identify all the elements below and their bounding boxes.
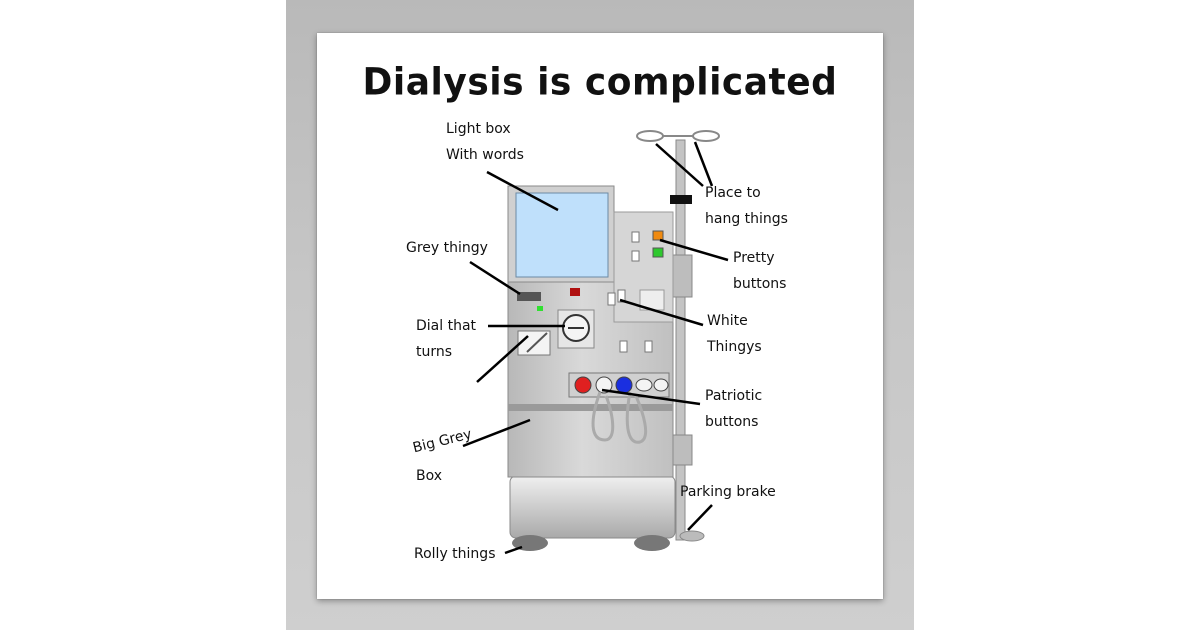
label-line: Light box (446, 121, 511, 137)
machine-body (507, 185, 674, 478)
label-line: Patriotic (705, 388, 763, 404)
label-light-box: Light box With words (446, 116, 524, 168)
green-button (652, 247, 664, 258)
label-big-grey-box-2: Box (416, 468, 443, 484)
label-patriotic-buttons: Patriotic buttons (705, 383, 762, 435)
grey-thingy (517, 292, 541, 301)
label-line: Dial that (416, 318, 477, 334)
label-line: buttons (733, 276, 787, 292)
label-place-to-hang: Place to hang things (705, 180, 788, 232)
label-line: With words (446, 147, 524, 163)
label-dial: Dial that turns (416, 313, 476, 365)
label-line: buttons (705, 414, 759, 430)
pointer-lines (462, 141, 729, 555)
label-line: White (707, 313, 748, 329)
page-title: Dialysis is complicated (362, 60, 838, 105)
label-line: Pretty (733, 250, 775, 266)
label-parking-brake: Parking brake (680, 484, 776, 500)
red-button (574, 376, 592, 394)
label-rolly-things: Rolly things (414, 546, 496, 562)
white-button (595, 376, 613, 394)
screen (515, 192, 609, 278)
label-pretty-buttons: Pretty buttons (733, 245, 786, 297)
label-line: Thingys (707, 339, 762, 355)
blue-button (615, 376, 633, 394)
orange-button (652, 230, 664, 241)
label-line: hang things (705, 211, 788, 227)
machine-base (509, 475, 705, 551)
label-white-thingys: White Thingys (707, 308, 762, 360)
label-grey-thingy: Grey thingy (406, 240, 488, 256)
label-line: turns (416, 344, 453, 360)
label-line: Place to (705, 185, 761, 201)
